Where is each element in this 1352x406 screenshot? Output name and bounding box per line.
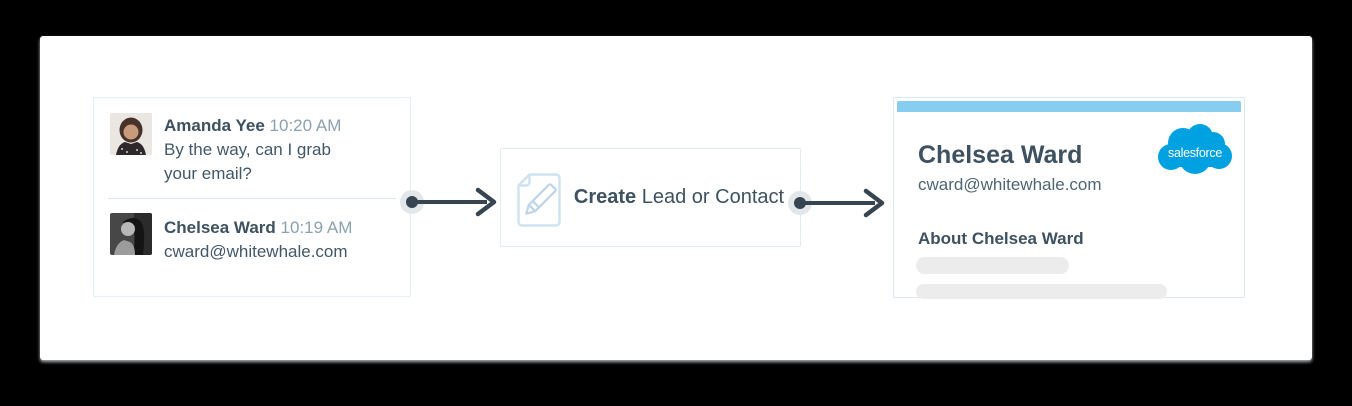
create-lead-or-contact-button[interactable]: Create Lead or Contact — [500, 148, 801, 247]
salesforce-logo: salesforce — [1157, 122, 1233, 178]
flow-arrow-icon — [400, 187, 497, 217]
message-divider — [108, 198, 396, 199]
chat-message-panel: Amanda Yee 10:20 AM By the way, can I gr… — [93, 97, 411, 297]
avatar-amanda-yee-image — [110, 113, 152, 155]
placeholder-line — [916, 284, 1167, 299]
card-accent-bar — [897, 101, 1241, 112]
salesforce-contact-card: Chelsea Ward cward@whitewhale.com salesf… — [893, 97, 1245, 299]
action-label-rest: Lead or Contact — [641, 186, 785, 208]
salesforce-cloud-icon: salesforce — [1158, 124, 1232, 174]
action-label-emphasis: Create — [573, 186, 637, 208]
flow-arrow-icon — [788, 188, 885, 218]
message-timestamp: 10:20 AM — [269, 116, 342, 135]
illustration-canvas: Amanda Yee 10:20 AM By the way, can I gr… — [40, 36, 1312, 360]
message-author: Chelsea Ward — [164, 218, 276, 237]
message-header: Amanda Yee 10:20 AM — [164, 114, 404, 138]
contact-email: cward@whitewhale.com — [918, 175, 1102, 194]
action-box-label: Create Lead or Contact — [574, 186, 784, 209]
placeholder-line — [916, 257, 1069, 274]
about-heading: About Chelsea Ward — [918, 229, 1084, 248]
avatar-amanda-yee — [110, 113, 152, 155]
message-author: Amanda Yee — [164, 116, 265, 135]
document-pencil-icon — [517, 172, 561, 227]
message-chelsea: Chelsea Ward 10:19 AM cward@whitewhale.c… — [164, 216, 404, 264]
message-text: By the way, can I grab your email? — [164, 140, 331, 183]
avatar-chelsea-ward-image — [110, 213, 152, 255]
message-amanda: Amanda Yee 10:20 AM By the way, can I gr… — [164, 114, 404, 186]
message-timestamp: 10:19 AM — [280, 218, 353, 237]
salesforce-logo-text: salesforce — [1168, 146, 1222, 160]
avatar-chelsea-ward — [110, 213, 152, 255]
message-text: cward@whitewhale.com — [164, 242, 348, 261]
contact-name: Chelsea Ward — [918, 141, 1083, 169]
message-header: Chelsea Ward 10:19 AM — [164, 216, 404, 240]
